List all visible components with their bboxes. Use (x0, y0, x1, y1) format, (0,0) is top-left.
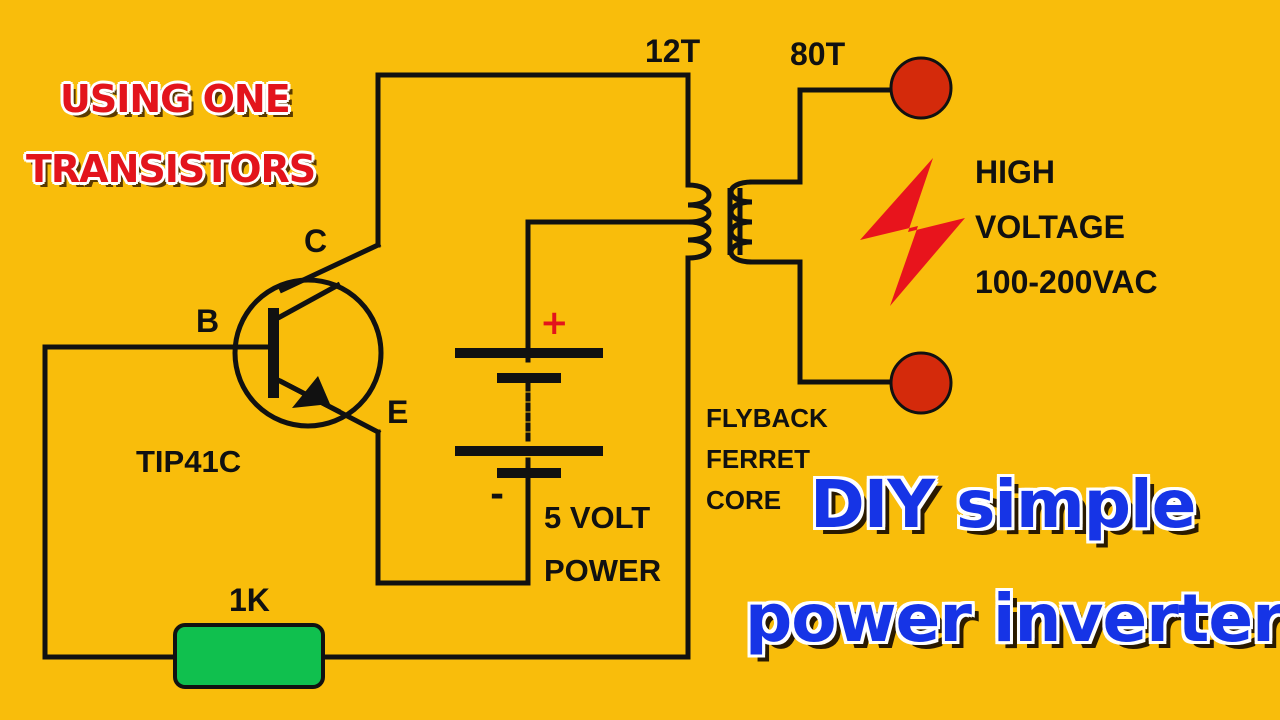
emitter-label: E (387, 394, 409, 430)
banner-line-2: TRANSISTORS (25, 147, 317, 191)
output-terminal-bottom-icon (889, 351, 953, 415)
resistor-body (173, 623, 325, 689)
battery-label-line-1: 5 VOLT (544, 500, 651, 535)
battery-label-line-2: POWER (544, 553, 662, 588)
base-wire (42, 344, 275, 660)
lightning-bolt-icon (860, 158, 965, 306)
core-label-line-1: FLYBACK (706, 403, 828, 433)
transistor-model-label: TIP41C (136, 444, 242, 479)
primary-coil (687, 182, 712, 261)
emitter-arrow (292, 376, 330, 408)
secondary-coil (728, 179, 753, 265)
battery-plate-4 (497, 468, 561, 478)
primary-return-wire (320, 255, 691, 660)
core-label-line-2: FERRET (706, 444, 810, 474)
collector-label: C (304, 223, 328, 259)
transistor-collector-inner (276, 281, 342, 321)
transistor-base-bar (268, 308, 279, 398)
output-label-line-1: HIGH (975, 154, 1055, 190)
battery-plate-2 (497, 373, 561, 383)
banner-line-1: USING ONE (59, 77, 291, 121)
output-label-line-2: VOLTAGE (975, 209, 1125, 245)
output-label-line-3: 100-200VAC (975, 264, 1158, 300)
transistor-body (232, 277, 384, 429)
base-label: B (196, 303, 220, 339)
battery-negative-label: - (490, 475, 505, 515)
primary-turns-label: 12T (645, 33, 701, 69)
emitter-wire (375, 429, 531, 586)
secondary-turns-label: 80T (790, 36, 846, 72)
battery-plate-3 (455, 446, 603, 456)
secondary-top-wire (749, 87, 896, 185)
battery-plate-1 (455, 348, 603, 358)
collector-wire (375, 72, 691, 248)
core-label-line-3: CORE (706, 485, 782, 515)
title-line-1: DIY simple (810, 466, 1196, 543)
output-terminal-top-icon (889, 56, 953, 120)
resistor-value-label: 1K (229, 582, 270, 618)
title-line-2: power inverter (745, 580, 1280, 657)
battery-positive-wire (525, 219, 691, 353)
battery-positive-label: + (540, 303, 569, 343)
secondary-bottom-wire (749, 259, 896, 385)
